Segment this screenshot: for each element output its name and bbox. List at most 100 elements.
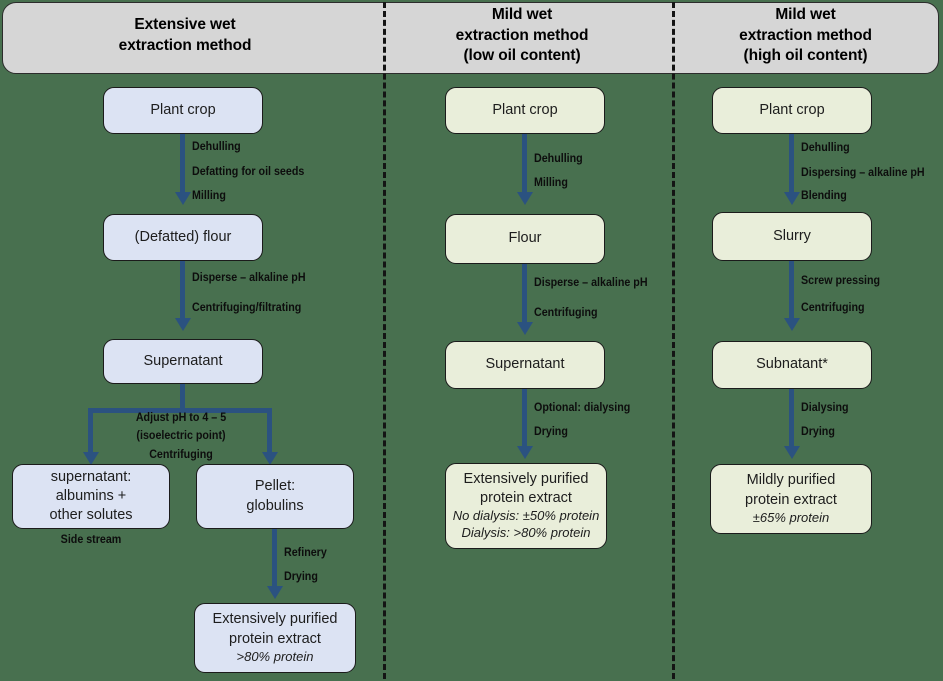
edge-label-col3-3-b: Drying — [801, 426, 835, 438]
arrow-head-col1-1 — [174, 192, 191, 205]
node-label-line2: protein extract — [480, 490, 572, 507]
edge-label-col2-3-a: Optional: dialysing — [534, 402, 631, 414]
node-label-line2: albumins + — [55, 487, 127, 504]
edge-label-col3-2-a: Screw pressing — [801, 275, 881, 287]
edge-label-col1-3-c: Centrifuging — [149, 449, 213, 461]
node-label: Flour — [508, 230, 542, 247]
edge-label-col2-1-a: Dehulling — [534, 153, 583, 165]
header-title-line3: (high oil content) — [743, 47, 868, 65]
node-plant-crop-col2: Plant crop — [445, 87, 605, 134]
node-pellet-globulins-col1: Pellet: globulins — [196, 464, 354, 529]
node-label: Slurry — [773, 227, 811, 244]
node-sublabel: >80% protein — [236, 648, 314, 664]
header-title-line3: (low oil content) — [463, 47, 581, 65]
node-label-line1: Mildly purified — [746, 472, 836, 489]
arrow-stem-col1-1 — [180, 134, 185, 197]
arrow-head-col2-1 — [516, 192, 533, 205]
node-sublabel-2: Dialysis: >80% protein — [461, 525, 591, 541]
edge-label-col1-4-b: Drying — [284, 571, 318, 583]
node-label-line1: Extensively purified — [212, 611, 338, 628]
edge-label-col3-1-b: Dispersing – alkaline pH — [801, 167, 925, 179]
node-label: Plant crop — [759, 101, 825, 118]
node-label-line2: protein extract — [745, 491, 837, 508]
node-plant-crop-col1: Plant crop — [103, 87, 263, 134]
arrow-head-col2-2 — [516, 322, 533, 335]
edge-label-col1-2-a: Disperse – alkaline pH — [192, 272, 306, 284]
node-subnatant-col3: Subnatant* — [712, 341, 872, 389]
arrow-head-col3-2 — [783, 318, 800, 331]
node-sublabel-1: No dialysis: ±50% protein — [452, 508, 600, 524]
node-final-extract-col1: Extensively purified protein extract >80… — [194, 603, 356, 673]
edge-label-col3-1-c: Blending — [801, 190, 847, 202]
edge-label-col1-4-a: Refinery — [284, 547, 327, 559]
node-label-line3: other solutes — [49, 507, 133, 524]
arrow-stem-col2-1 — [522, 134, 527, 197]
edge-label-col3-1-a: Dehulling — [801, 142, 850, 154]
node-label: Subnatant* — [756, 356, 828, 373]
arrow-stem-col2-2 — [522, 264, 527, 327]
node-side-product-col1: supernatant: albumins + other solutes — [12, 464, 170, 529]
arrow-head-col1-2 — [174, 318, 191, 331]
node-sublabel: ±65% protein — [752, 509, 830, 525]
header-title-line2: extraction method — [739, 26, 872, 44]
node-label-line1: Extensively purified — [463, 470, 589, 487]
node-defatted-flour-col1: (Defatted) flour — [103, 214, 263, 261]
column-divider-2 — [672, 2, 675, 679]
header-column-extensive-wet: Extensive wet extraction method — [0, 0, 370, 72]
header-title-line2: extraction method — [118, 37, 252, 54]
edge-label-col3-3-a: Dialysing — [801, 402, 849, 414]
arrow-head-col2-3 — [516, 446, 533, 459]
edge-label-col2-1-b: Milling — [534, 177, 568, 189]
edge-label-col1-1-c: Milling — [192, 190, 226, 202]
arrow-head-col1-4 — [266, 586, 283, 599]
header-title-line2: extraction method — [455, 26, 589, 44]
annotation-side-stream: Side stream — [60, 534, 122, 546]
arrow-head-col3-3 — [783, 446, 800, 459]
header-title-line1: Mild wet — [491, 6, 553, 24]
arrow-stem-col1-split-drop — [180, 384, 185, 411]
arrow-stem-col1-split-left — [88, 408, 93, 456]
arrow-stem-col1-4 — [272, 529, 277, 591]
arrow-stem-col3-2 — [789, 261, 794, 323]
node-final-extract-col2: Extensively purified protein extract No … — [445, 463, 607, 549]
node-plant-crop-col3: Plant crop — [712, 87, 872, 134]
node-final-extract-col3: Mildly purified protein extract ±65% pro… — [710, 464, 872, 534]
edge-label-col3-2-b: Centrifuging — [801, 302, 865, 314]
node-label: (Defatted) flour — [134, 228, 232, 245]
header-bar — [2, 2, 939, 74]
node-label-line1: Pellet: — [254, 478, 296, 495]
arrow-head-col3-1 — [783, 192, 800, 205]
edge-label-col2-2-b: Centrifuging — [534, 307, 598, 319]
header-column-mild-high-oil: Mild wet extraction method (high oil con… — [674, 0, 937, 72]
node-label-line2: globulins — [246, 497, 304, 514]
arrow-stem-col1-split-right — [267, 408, 272, 456]
arrow-stem-col3-3 — [789, 389, 794, 451]
header-title-line1: Mild wet — [775, 6, 836, 24]
edge-label-col1-3-b: (isoelectric point) — [136, 430, 226, 442]
node-label-line2: protein extract — [229, 630, 321, 647]
node-supernatant-col2: Supernatant — [445, 341, 605, 389]
node-label: Supernatant — [485, 356, 565, 373]
node-flour-col2: Flour — [445, 214, 605, 264]
node-supernatant-col1: Supernatant — [103, 339, 263, 384]
header-column-mild-low-oil: Mild wet extraction method (low oil cont… — [372, 0, 672, 72]
node-label: Supernatant — [143, 352, 223, 369]
column-divider-1 — [383, 2, 386, 679]
edge-label-col1-1-a: Dehulling — [192, 141, 241, 153]
arrow-stem-col2-3 — [522, 389, 527, 451]
node-label: Plant crop — [492, 101, 558, 118]
edge-label-col2-2-a: Disperse – alkaline pH — [534, 277, 648, 289]
edge-label-col1-1-b: Defatting for oil seeds — [192, 166, 305, 178]
arrow-head-col1-split-left — [82, 452, 99, 465]
arrow-head-col1-split-right — [261, 452, 278, 465]
header-title-line1: Extensive wet — [134, 16, 236, 34]
arrow-hbar-col1-split — [88, 408, 272, 413]
node-label: Plant crop — [150, 101, 216, 118]
node-label-line1: supernatant: — [50, 468, 132, 485]
edge-label-col1-2-b: Centrifuging/filtrating — [192, 302, 302, 314]
edge-label-col2-3-b: Drying — [534, 426, 568, 438]
arrow-stem-col3-1 — [789, 134, 794, 197]
node-slurry-col3: Slurry — [712, 212, 872, 261]
arrow-stem-col1-2 — [180, 261, 185, 323]
edge-label-col1-3-a: Adjust pH to 4 – 5 — [135, 412, 227, 424]
